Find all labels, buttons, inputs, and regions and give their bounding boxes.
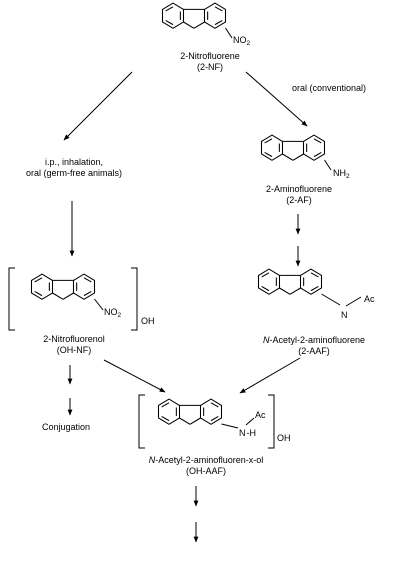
oh-aaf-abbreviation: (OH-AAF) <box>186 466 226 476</box>
svg-text:Ac: Ac <box>364 294 375 304</box>
svg-text:NH2: NH2 <box>333 168 350 180</box>
svg-text:NO2: NO2 <box>104 307 122 319</box>
2-nitrofluorene-structure: NO2 <box>161 2 251 47</box>
route-label-left-line1: i.p., inhalation, <box>45 157 103 167</box>
svg-text:OH: OH <box>277 433 291 443</box>
arrow-nf-to-left-route <box>63 71 133 141</box>
2-af-abbreviation: (2-AF) <box>286 195 312 205</box>
2-nf-abbreviation: (2-NF) <box>197 62 223 72</box>
svg-text:Ac: Ac <box>255 410 266 420</box>
svg-text:N-H: N-H <box>239 428 256 438</box>
2-nitrofluorenol-label: 2-Nitrofluorenol <box>43 334 105 344</box>
2-aminofluorene-label: 2-Aminofluorene <box>266 184 332 194</box>
n-acetyl-2-aminofluorene-label: N-Acetyl-2-aminofluorene <box>263 335 365 345</box>
n-acetyl-2-aminofluorene-structure: N Ac <box>257 268 375 320</box>
n-acetyl-2-aminofluoren-x-ol-label: N-Acetyl-2-aminofluoren-x-ol <box>149 455 264 465</box>
2-nitrofluorene-label: 2-Nitrofluorene <box>180 51 240 61</box>
arrow-aaf-to-ohaaf <box>239 357 301 394</box>
oh-nf-abbreviation: (OH-NF) <box>57 345 92 355</box>
route-label-left-line2: oral (germ-free animals) <box>26 168 122 178</box>
svg-text:OH: OH <box>141 316 155 326</box>
arrow-ohnf-to-ohaaf <box>103 359 166 393</box>
arrow-nf-to-2af <box>245 71 308 127</box>
conjugation-label: Conjugation <box>42 422 90 432</box>
svg-text:N: N <box>341 310 348 320</box>
route-label-oral-conventional: oral (conventional) <box>292 83 366 93</box>
2-nitrofluorenol-structure: NO2 OH <box>8 267 155 331</box>
n-acetyl-2-aminofluoren-x-ol-structure: N-H Ac OH <box>138 394 291 449</box>
2-aaf-abbreviation: (2-AAF) <box>298 346 330 356</box>
svg-text:NO2: NO2 <box>233 35 251 47</box>
2-aminofluorene-structure: NH2 <box>260 134 350 180</box>
